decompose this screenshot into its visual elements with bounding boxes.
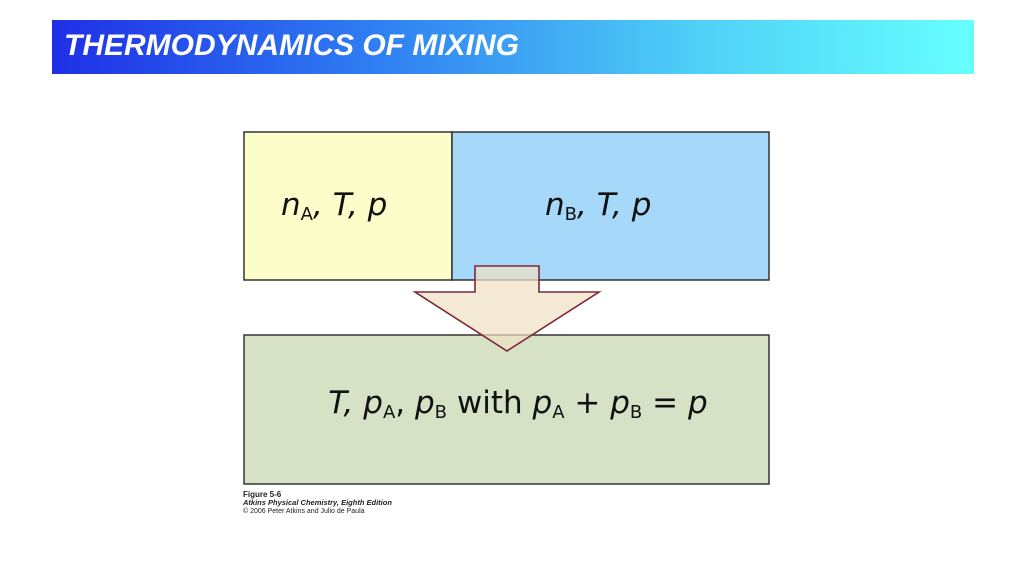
mix-pb2: p <box>609 385 630 421</box>
box-b-rest: , T, p <box>577 187 651 223</box>
mix-pa2: p <box>532 385 553 421</box>
box-a-n: n <box>281 187 301 223</box>
box-mixture <box>243 334 770 485</box>
mix-pa-sub: A <box>383 402 396 423</box>
mix-pb2-sub: B <box>630 402 642 423</box>
mixture-label: T, pA, pB with pA + pB = p <box>279 385 737 423</box>
box-b-n: n <box>545 187 565 223</box>
box-b-n-sub: B <box>565 204 577 225</box>
box-gas-b <box>451 131 770 281</box>
title-bar: THERMODYNAMICS OF MIXING <box>52 20 974 74</box>
mix-pb: p <box>414 385 435 421</box>
mix-p: p <box>687 385 708 421</box>
mix-comma: , <box>395 385 415 421</box>
mix-eq: = <box>642 385 688 421</box>
figure-caption: Figure 5-6 Atkins Physical Chemistry, Ei… <box>243 490 392 516</box>
mix-pa2-sub: A <box>552 402 565 423</box>
caption-copyright: © 2006 Peter Atkins and Julio de Paula <box>243 507 365 515</box>
box-a-rest: , T, p <box>313 187 387 223</box>
mixing-arrow <box>412 265 602 352</box>
mix-pa: p <box>362 385 383 421</box>
mix-plus: + <box>565 385 611 421</box>
box-a-n-sub: A <box>301 204 314 225</box>
caption-figure: Figure 5-6 <box>243 490 282 499</box>
mix-t: T, <box>328 385 363 421</box>
box-gas-a <box>243 131 453 281</box>
caption-book: Atkins Physical Chemistry, Eighth Editio… <box>243 498 392 508</box>
box-b-label: nB, T, p <box>545 187 651 225</box>
box-a-label: nA, T, p <box>281 187 387 225</box>
mix-with: with <box>447 385 532 421</box>
slide-title: THERMODYNAMICS OF MIXING <box>64 29 519 62</box>
mix-pb-sub: B <box>435 402 447 423</box>
